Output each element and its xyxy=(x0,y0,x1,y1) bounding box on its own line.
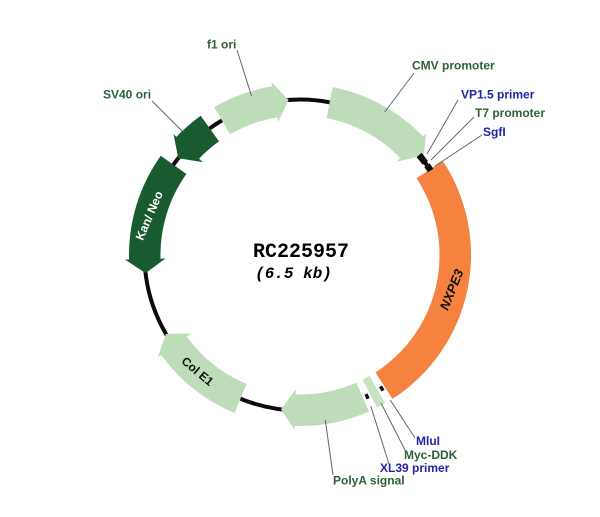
svg-text:(6.5 kb): (6.5 kb) xyxy=(255,265,332,283)
svg-text:T7 promoter: T7 promoter xyxy=(475,106,545,120)
svg-text:SgfI: SgfI xyxy=(483,125,506,139)
svg-text:f1 ori: f1 ori xyxy=(207,38,236,52)
svg-text:CMV promoter: CMV promoter xyxy=(412,59,495,73)
svg-text:SV40 ori: SV40 ori xyxy=(103,88,151,102)
svg-text:MluI: MluI xyxy=(416,434,440,448)
svg-text:Myc-DDK: Myc-DDK xyxy=(404,448,458,462)
svg-text:RC225957: RC225957 xyxy=(253,241,349,264)
svg-text:XL39 primer: XL39 primer xyxy=(380,461,450,475)
svg-text:PolyA signal: PolyA signal xyxy=(333,474,405,488)
svg-text:VP1.5 primer: VP1.5 primer xyxy=(461,88,535,102)
